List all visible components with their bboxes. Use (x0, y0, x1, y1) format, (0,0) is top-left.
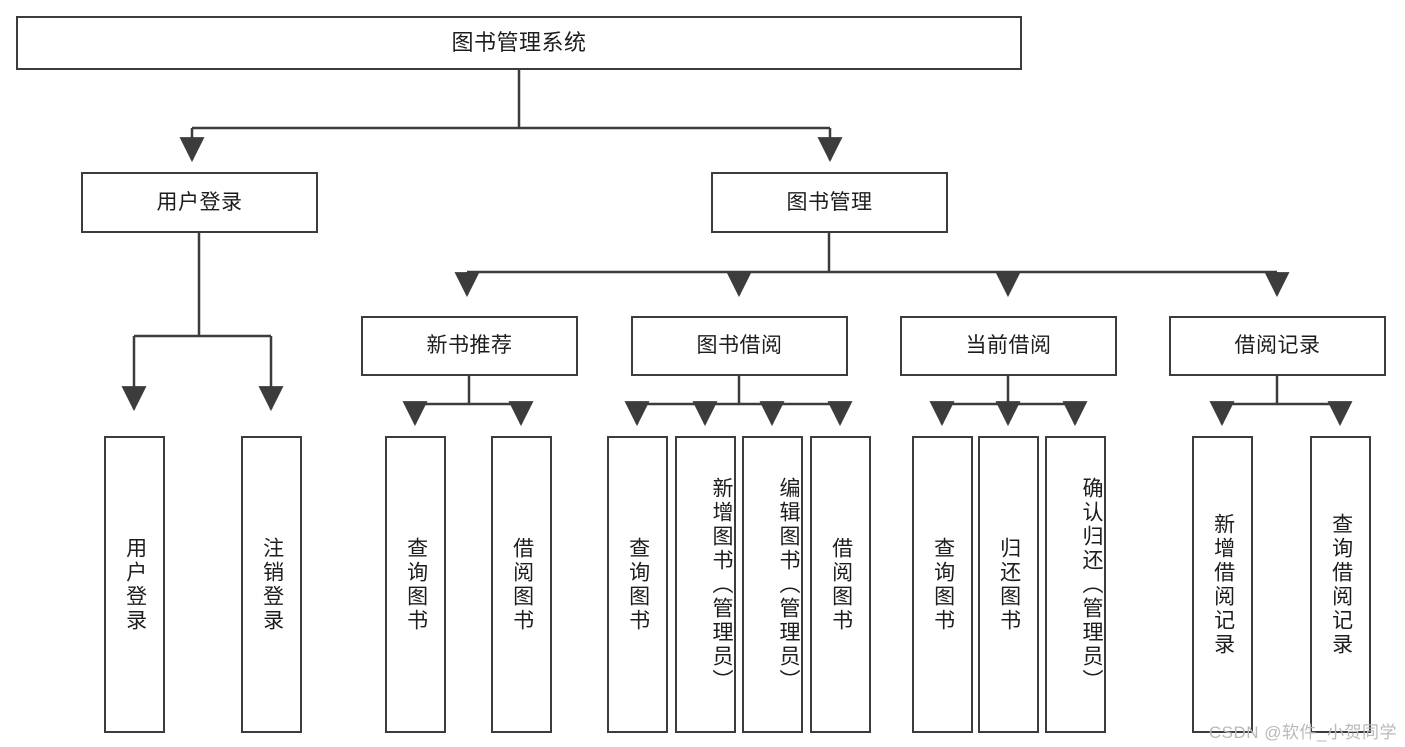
node-user-login[interactable]: 用户登录 (81, 172, 318, 233)
leaf-return-book[interactable]: 归还图书 (978, 436, 1039, 733)
leaf-add-borrow-record[interactable]: 新增借阅记录 (1192, 436, 1253, 733)
node-label: 用户登录 (123, 536, 147, 633)
leaf-query-book-1[interactable]: 查询图书 (385, 436, 446, 733)
node-label: 查询借阅记录 (1329, 512, 1353, 657)
node-root-system[interactable]: 图书管理系统 (16, 16, 1022, 70)
node-label: 查询图书 (404, 536, 428, 633)
node-book-borrow[interactable]: 图书借阅 (631, 316, 848, 376)
node-label: 查询图书 (626, 536, 650, 633)
leaf-query-borrow-record[interactable]: 查询借阅记录 (1310, 436, 1371, 733)
node-new-book-recommend[interactable]: 新书推荐 (361, 316, 578, 376)
csdn-watermark: CSDN @软件_小贺同学 (1208, 723, 1397, 742)
node-label: 图书借阅 (696, 334, 783, 358)
node-label: 借阅记录 (1234, 334, 1321, 358)
node-book-manage[interactable]: 图书管理 (711, 172, 948, 233)
node-label: 图书管理系统 (451, 29, 587, 55)
node-label: 新增借阅记录 (1211, 512, 1235, 657)
node-label: 新书推荐 (426, 334, 513, 358)
node-label: 当前借阅 (965, 334, 1052, 358)
node-label: 借阅图书 (829, 536, 853, 633)
node-label: 用户登录 (156, 190, 243, 214)
leaf-query-book-2[interactable]: 查询图书 (607, 436, 668, 733)
node-label: 注销登录 (260, 536, 284, 633)
leaf-borrow-book-2[interactable]: 借阅图书 (810, 436, 871, 733)
leaf-borrow-book-1[interactable]: 借阅图书 (491, 436, 552, 733)
node-label: 借阅图书 (510, 536, 534, 633)
node-label: 确认归还（管理员） (1080, 476, 1103, 693)
leaf-edit-book-admin[interactable]: 编辑图书（管理员） (742, 436, 803, 733)
node-label: 查询图书 (931, 536, 955, 633)
node-label: 编辑图书（管理员） (777, 476, 800, 693)
node-label: 归还图书 (997, 536, 1021, 633)
leaf-query-book-3[interactable]: 查询图书 (912, 436, 973, 733)
leaf-logout-login[interactable]: 注销登录 (241, 436, 302, 733)
leaf-user-login[interactable]: 用户登录 (104, 436, 165, 733)
leaf-add-book-admin[interactable]: 新增图书（管理员） (675, 436, 736, 733)
node-label: 图书管理 (786, 190, 873, 214)
node-label: 新增图书（管理员） (710, 476, 733, 693)
node-current-borrow[interactable]: 当前借阅 (900, 316, 1117, 376)
node-borrow-record[interactable]: 借阅记录 (1169, 316, 1386, 376)
leaf-confirm-return-admin[interactable]: 确认归还（管理员） (1045, 436, 1106, 733)
